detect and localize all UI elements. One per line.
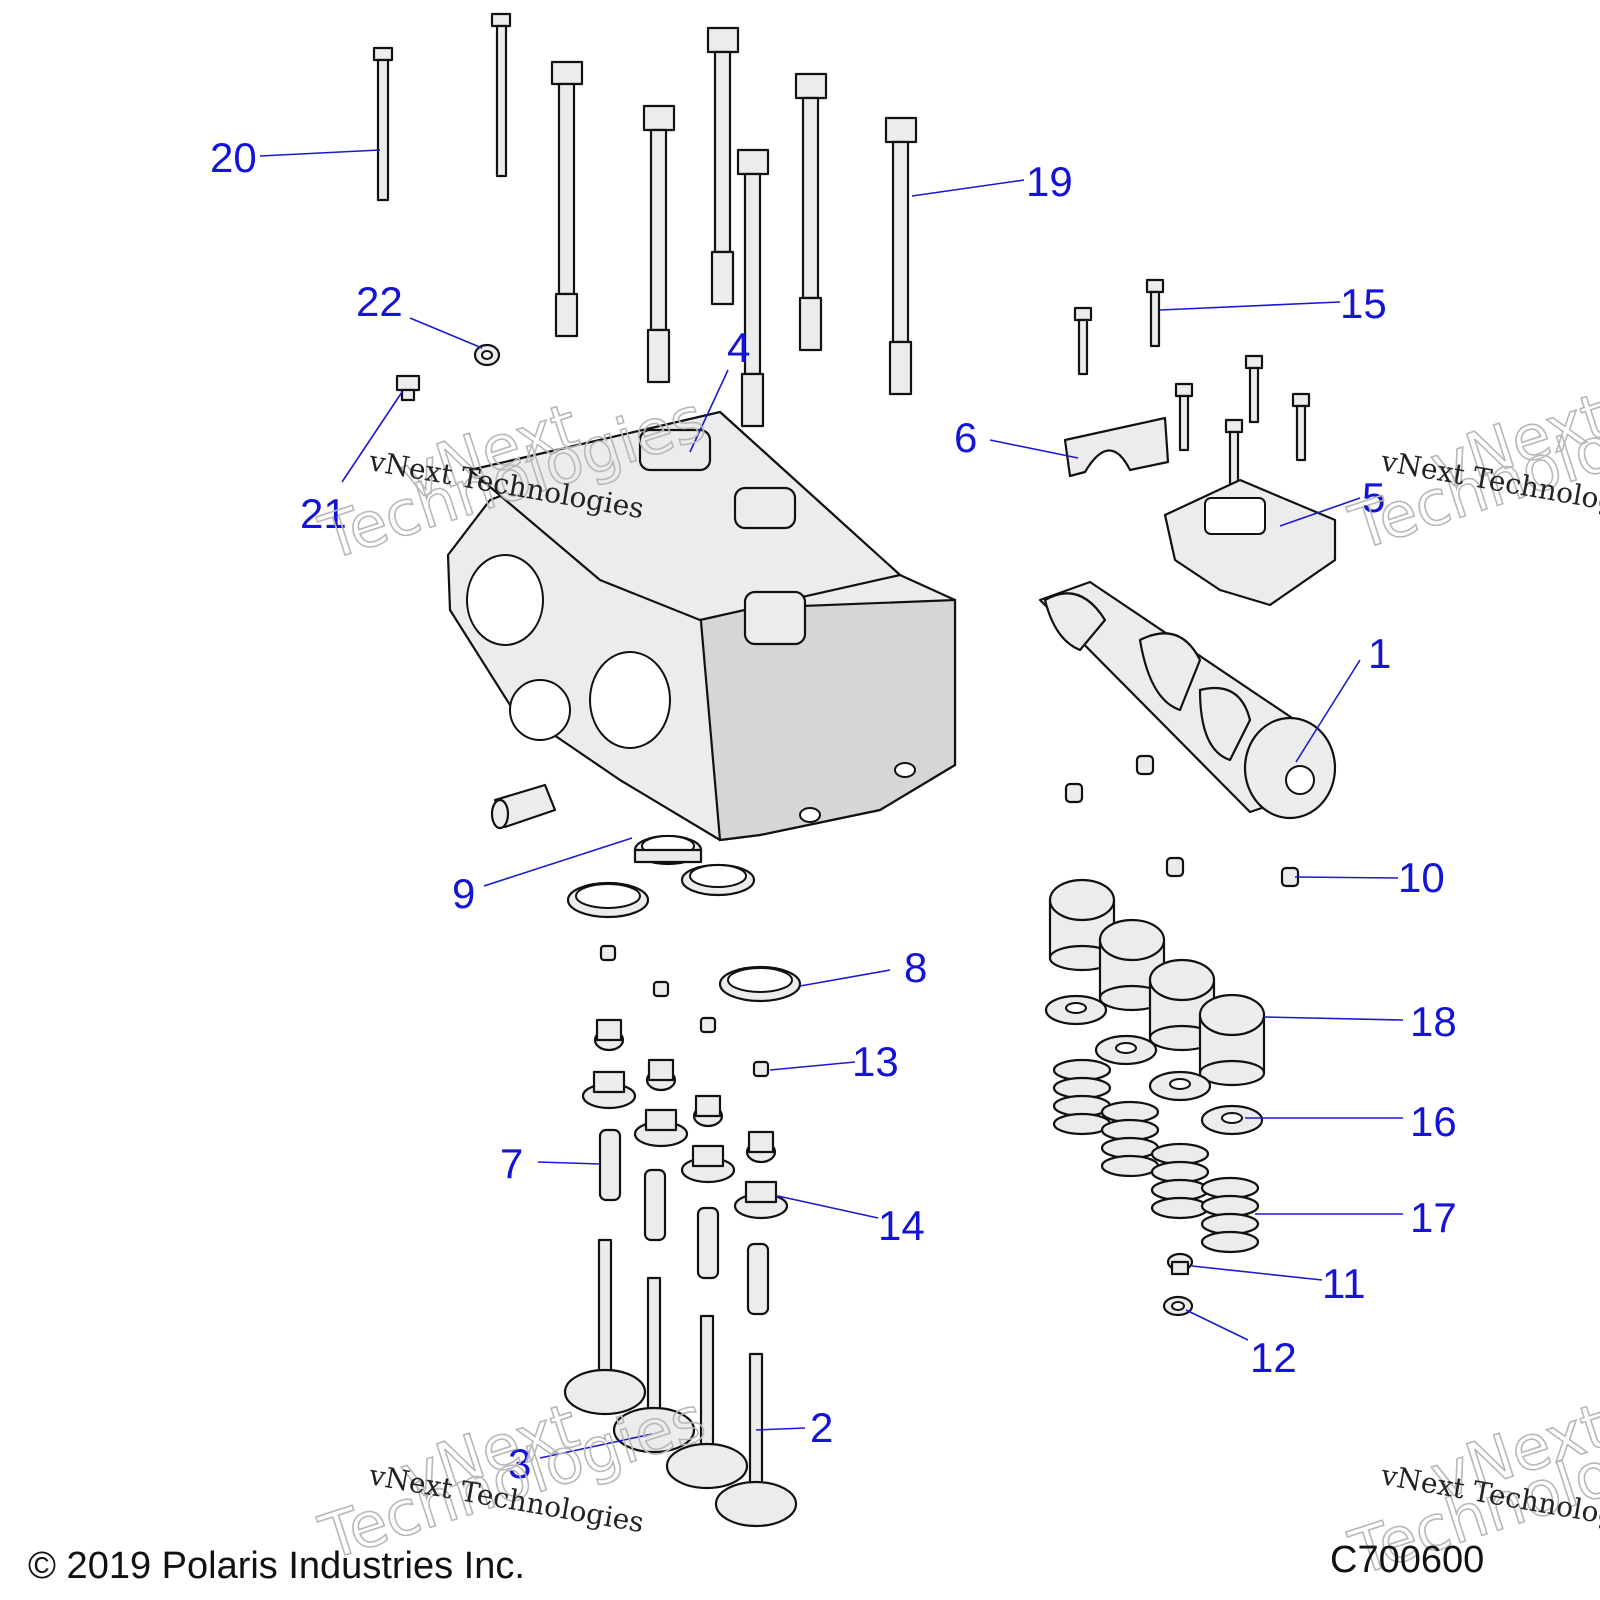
cam-holder [1163, 478, 1337, 607]
head-bolt [884, 116, 918, 396]
callout-14: 14 [878, 1202, 925, 1249]
head-bolts [372, 12, 918, 428]
plug-21 [395, 374, 421, 402]
callout-12: 12 [1250, 1334, 1297, 1381]
callout-20: 20 [210, 134, 257, 181]
valve-keepers [599, 944, 770, 1078]
callout-labels: 1 2 3 4 5 6 7 8 9 10 11 12 13 14 15 16 1… [210, 134, 1457, 1487]
callout-19: 19 [1026, 158, 1073, 205]
valve-seals [593, 1018, 777, 1164]
valves [563, 1238, 798, 1528]
plug-22 [473, 343, 501, 367]
callout-10: 10 [1398, 854, 1445, 901]
head-bolt [706, 26, 740, 306]
callout-11: 11 [1322, 1260, 1366, 1307]
plug-11 [1166, 1252, 1194, 1276]
cam-cap [1063, 416, 1170, 478]
head-bolt [642, 104, 676, 384]
callout-4: 4 [727, 324, 750, 371]
watermark-right-top: vNext Technologies vNext Technologies [1340, 371, 1600, 565]
spring-seats [581, 1070, 789, 1220]
camshaft [1038, 580, 1337, 820]
callout-7: 7 [500, 1140, 523, 1187]
diagram-code: C700600 [1330, 1539, 1484, 1581]
leader-lines [259, 149, 1404, 1459]
valve-buckets [1048, 878, 1266, 1087]
callout-9: 9 [452, 870, 475, 917]
callout-22: 22 [356, 278, 403, 325]
dowel-pin [490, 783, 557, 830]
spring-retainers [1044, 994, 1264, 1136]
washer-12 [1162, 1295, 1194, 1317]
callout-6: 6 [954, 414, 977, 461]
callout-18: 18 [1410, 998, 1457, 1045]
valve-guides [598, 1128, 770, 1316]
callout-2: 2 [810, 1404, 833, 1451]
head-bolt [736, 148, 770, 428]
callout-3: 3 [508, 1440, 531, 1487]
callout-16: 16 [1410, 1098, 1457, 1145]
cam-cap-bolts [1073, 278, 1311, 488]
valve-springs [1052, 1058, 1260, 1254]
cylinder-head [446, 410, 957, 842]
valve-seat-rings [566, 834, 802, 1003]
head-bolt [794, 72, 828, 352]
cam-dowels [1064, 754, 1300, 888]
callout-15: 15 [1340, 280, 1387, 327]
callout-8: 8 [904, 944, 927, 991]
callout-1: 1 [1368, 630, 1391, 677]
head-bolt [550, 60, 584, 338]
callout-13: 13 [852, 1038, 899, 1085]
callout-17: 17 [1410, 1194, 1457, 1241]
head-bolt [372, 46, 394, 202]
head-bolt [490, 12, 512, 178]
callout-21: 21 [300, 490, 347, 537]
copyright-text: © 2019 Polaris Industries Inc. [28, 1545, 525, 1587]
callout-5: 5 [1362, 474, 1385, 521]
